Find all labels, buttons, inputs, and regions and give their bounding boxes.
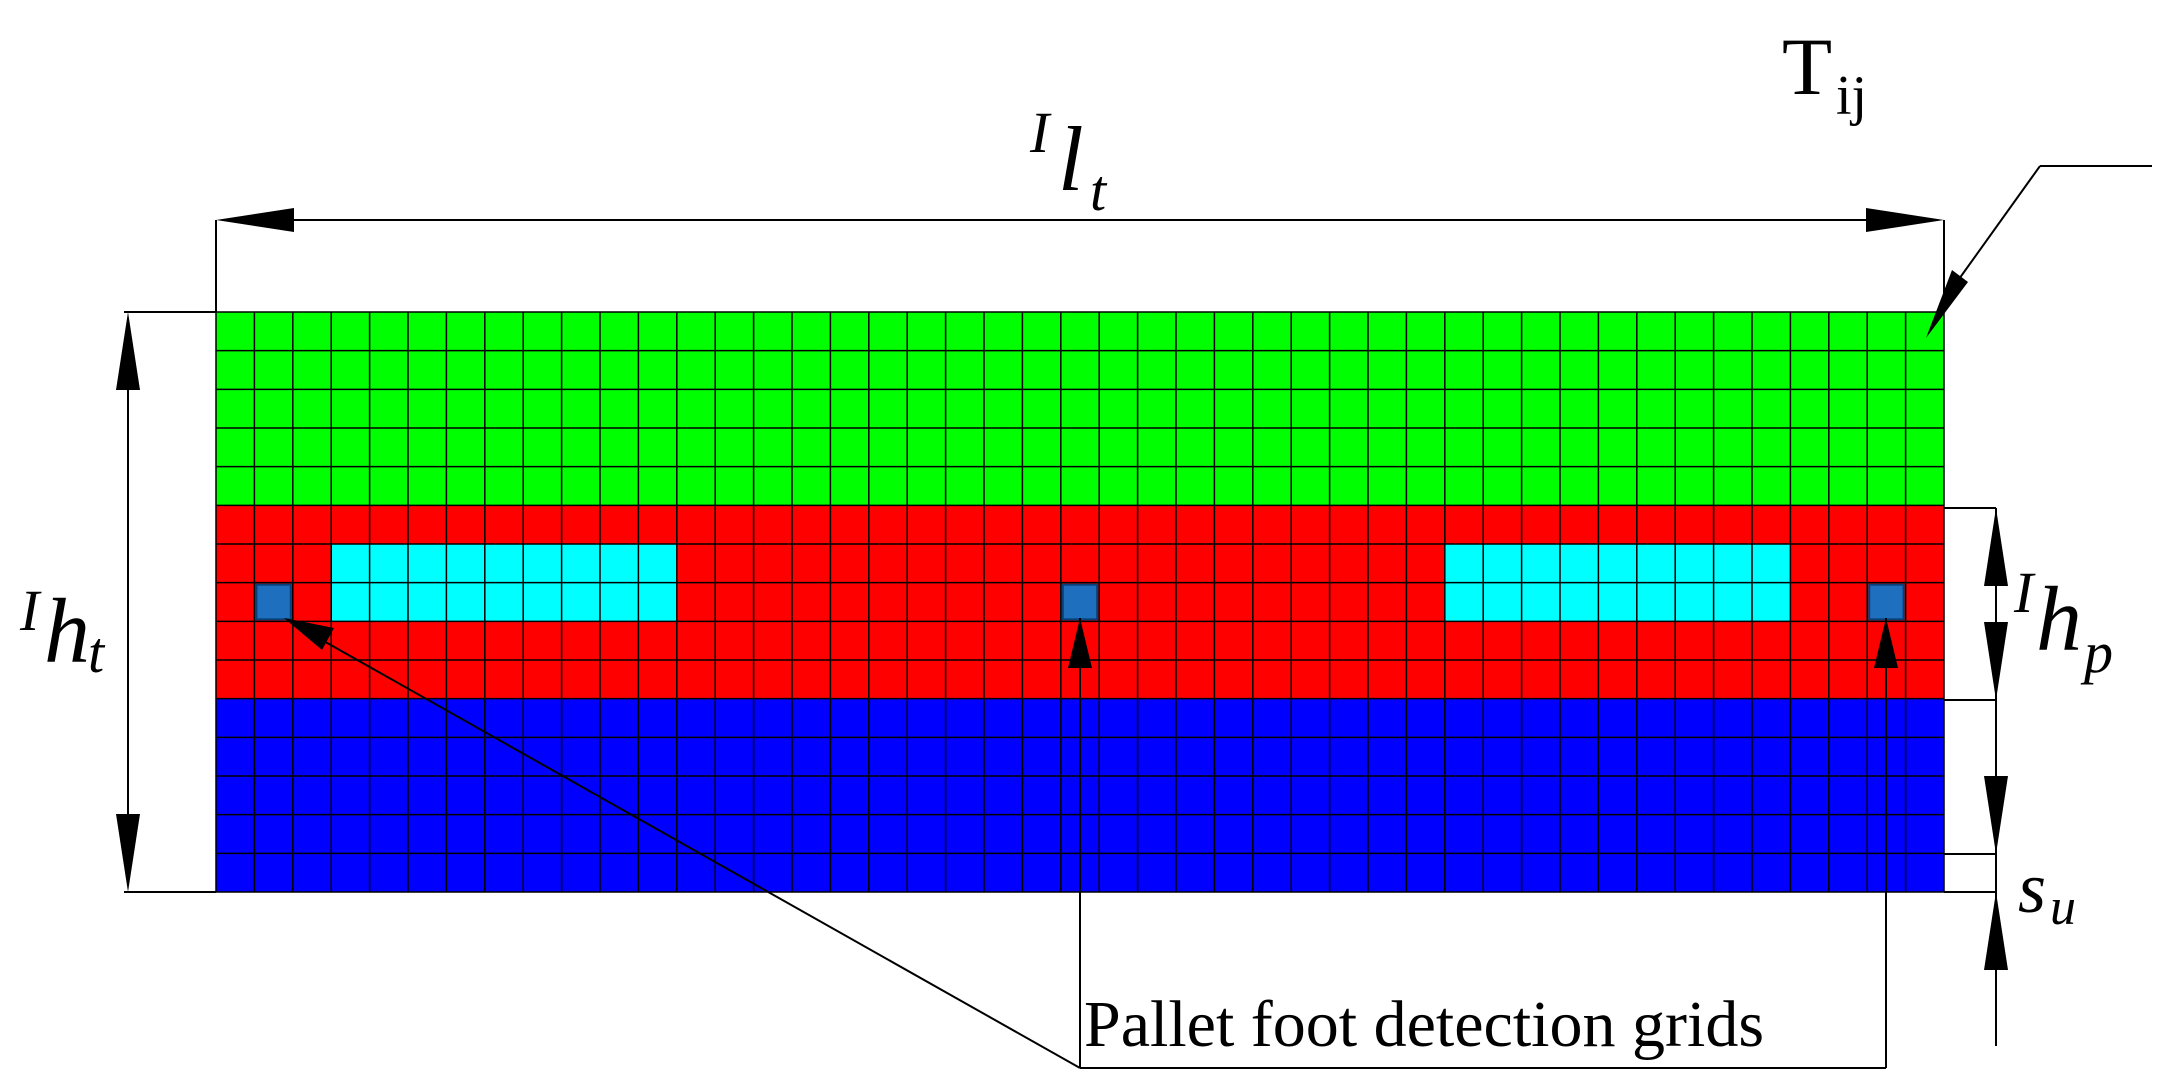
detection-cell-1 bbox=[255, 583, 292, 621]
height-label-sup: I bbox=[19, 578, 42, 643]
width-arrow-right bbox=[1866, 208, 1944, 232]
unit-step-label: s u bbox=[2018, 848, 2076, 936]
pallet-height-dimension bbox=[1944, 507, 2008, 1046]
detection-arrow-middle bbox=[1068, 618, 1092, 668]
height-label: I h t bbox=[19, 578, 106, 685]
unit-step-label-sub: u bbox=[2050, 879, 2076, 936]
width-label: I l t bbox=[1029, 100, 1108, 223]
cell-label-main: T bbox=[1782, 21, 1832, 112]
width-arrow-left bbox=[216, 208, 294, 232]
height-label-main: h bbox=[44, 580, 90, 682]
cell-label-sub: ij bbox=[1836, 65, 1867, 127]
detection-cell-2 bbox=[1061, 583, 1099, 621]
detection-arrow-right bbox=[1874, 618, 1898, 668]
pallet-height-label-sub: p bbox=[2080, 620, 2113, 685]
pallet-height-label: I h p bbox=[2013, 560, 2113, 685]
pallet-height-label-main: h bbox=[2036, 568, 2082, 670]
height-arrow-up bbox=[116, 312, 140, 390]
detection-caption: Pallet foot detection grids bbox=[1084, 988, 1764, 1061]
detection-cell-3 bbox=[1868, 583, 1905, 621]
su-arrow-up bbox=[1984, 892, 2008, 970]
height-label-sub: t bbox=[88, 620, 106, 685]
width-dimension bbox=[215, 208, 1945, 312]
width-label-sup: I bbox=[1029, 100, 1052, 165]
detection-cells bbox=[255, 583, 1905, 621]
pallet-height-label-sup: I bbox=[2013, 560, 2036, 625]
height-dimension bbox=[116, 311, 216, 893]
top-band bbox=[216, 312, 1944, 506]
width-label-sub: t bbox=[1090, 158, 1108, 223]
cell-label: T ij bbox=[1782, 21, 2152, 338]
pallet-lower-arrow-down bbox=[1984, 776, 2008, 854]
height-arrow-down bbox=[116, 814, 140, 892]
unit-step-label-main: s bbox=[2018, 848, 2046, 928]
pallet-arrow-up bbox=[1984, 508, 2008, 586]
detection-arrow-left bbox=[284, 618, 334, 650]
detection-leaders bbox=[284, 618, 1898, 1069]
width-label-main: l bbox=[1058, 108, 1084, 210]
pallet-arrow-down bbox=[1984, 622, 2008, 700]
cell-leader-arrow bbox=[1926, 270, 1968, 338]
